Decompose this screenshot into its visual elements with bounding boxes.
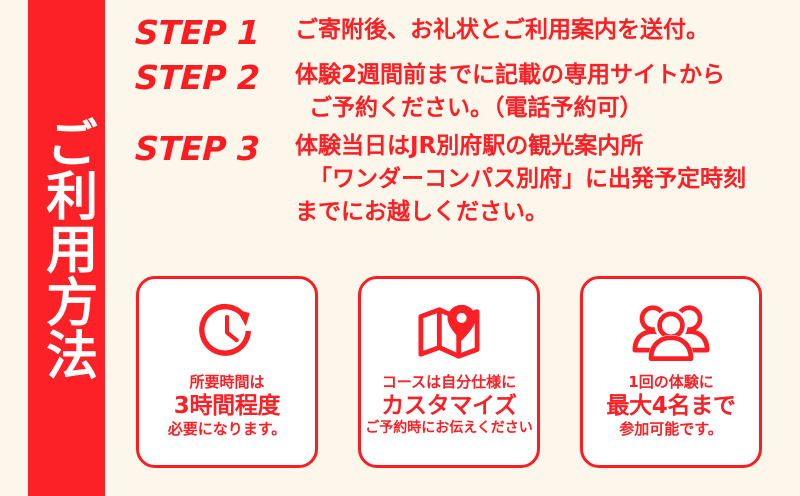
info-card-text: 所要時間は 3時間程度 必要になります。 [168,373,287,439]
info-card-line-2: 最大4名まで [606,393,736,420]
info-card-line-3: 参加可能です。 [619,420,723,439]
info-card-line-3: 必要になります。 [167,420,287,439]
info-card-text: コースは自分仕様に カスタマイズ ご予約時にお伝えください [365,373,533,438]
info-card-customize: コースは自分仕様に カスタマイズ ご予約時にお伝えください [358,276,540,468]
step-text-line: までにお越しください。 [295,198,548,225]
step-body: 体験2週間前までに記載の専用サイトから ご予約ください。（電話予約可） [295,59,795,124]
step-row: STEP 2 体験2週間前までに記載の専用サイトから ご予約ください。（電話予約… [134,57,795,124]
info-card-line-1: 所要時間は [189,373,265,391]
step-text-line: 「ワンダーコンパス別府」に出発予定時刻 [309,165,746,192]
step-label: STEP 2 [134,57,261,97]
step-row: STEP 1 ご寄附後、お礼状とご利用案内を送付。 [134,13,795,53]
step-label: STEP 1 [134,13,261,52]
clock-arrow-icon [196,295,258,369]
side-banner: ご利用方法 [28,0,105,496]
step-row: STEP 3 体験当日はJR別府駅の観光案内所 「ワンダーコンパス別府」に出発予… [134,129,795,228]
step-label: STEP 3 [134,129,261,169]
side-banner-title: ご利用方法 [36,115,97,381]
steps-list: STEP 1 ご寄附後、お礼状とご利用案内を送付。 STEP 2 体験2週間前ま… [134,13,795,234]
info-card-line-1: 1回の体験に [628,373,714,391]
info-card-capacity: 1回の体験に 最大4名まで 参加可能です。 [580,276,762,468]
info-card-line-2: 3時間程度 [173,393,281,420]
step-body: 体験当日はJR別府駅の観光案内所 「ワンダーコンパス別府」に出発予定時刻 までに… [295,130,795,228]
step-text-line: ご寄附後、お礼状とご利用案内を送付。 [295,17,709,43]
info-card-group: 所要時間は 3時間程度 必要になります。 コースは自分仕様に カスタマイズ ご予… [136,276,762,470]
step-text-line: 体験当日はJR別府駅の観光案内所 [295,133,644,160]
info-card-line-3: ご予約時にお伝えください [365,420,533,437]
step-text-line: ご予約ください。（電話予約可） [309,94,643,121]
info-card-text: 1回の体験に 最大4名まで 参加可能です。 [606,373,736,439]
folded-map-pin-icon [416,295,482,369]
step-body: ご寄附後、お礼状とご利用案内を送付。 [295,14,795,47]
info-card-line-1: コースは自分仕様に [381,373,517,391]
info-card-line-2: カスタマイズ [381,393,517,420]
step-text-line: 体験2週間前までに記載の専用サイトから [295,61,726,88]
info-card-duration: 所要時間は 3時間程度 必要になります。 [136,276,318,468]
people-group-icon [632,295,710,369]
